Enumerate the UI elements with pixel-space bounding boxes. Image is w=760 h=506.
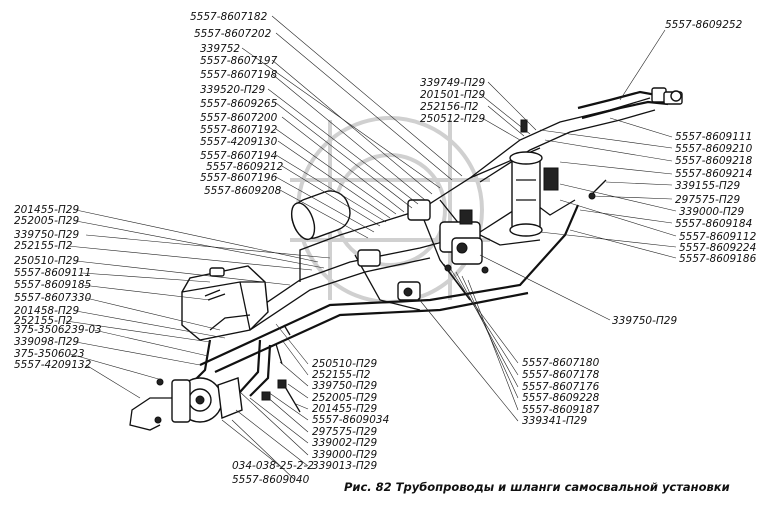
part-label: 5557-8609210	[675, 143, 753, 155]
part-label: 5557-8607180	[522, 357, 600, 369]
part-label: 5557-8609218	[675, 155, 753, 167]
part-label: 339002-П29	[312, 437, 377, 449]
part-label: 250512-П29	[420, 113, 485, 125]
part-label: 5557-8607178	[522, 369, 600, 381]
labels-bottom-left: 034-038-25-2-2 5557-8609040	[232, 460, 314, 486]
part-label: 5557-8609185	[14, 279, 92, 291]
part-label: 201455-П29	[312, 403, 377, 415]
part-label: 5557-8607197	[200, 55, 278, 67]
part-label: 5557-8607200	[200, 112, 278, 124]
part-label: 5557-8607196	[200, 172, 278, 184]
part-label: 5557-8609112	[679, 231, 757, 243]
part-label: 252005-П29	[14, 215, 79, 227]
part-label: 339341-П29	[522, 415, 587, 427]
part-label: 252156-П2	[420, 101, 479, 113]
part-label: 201455-П29	[14, 204, 79, 216]
part-label: 5557-8607176	[522, 381, 600, 393]
part-label: 5557-8607330	[14, 292, 92, 304]
part-label-right-lower: 339750-П29	[612, 315, 677, 327]
part-label: 339520-П29	[200, 84, 265, 96]
part-label: 5557-8607182	[190, 11, 268, 23]
part-label: 5557-8609040	[232, 474, 310, 486]
labels-bottom-center: 250510-П29 252155-П2 339750-П29 252005-П…	[312, 358, 389, 472]
part-label: 339000-П29	[679, 206, 744, 218]
part-label: 5557-8607202	[194, 28, 272, 40]
part-label: 5557-8609111	[675, 131, 752, 143]
part-label: 5557-8609265	[200, 98, 278, 110]
part-label: 297575-П29	[312, 426, 377, 438]
part-label: 5557-8607198	[200, 69, 278, 81]
part-label: 5557-8609212	[206, 161, 284, 173]
part-label-top-right: 5557-8609252	[665, 19, 743, 31]
part-label: 252155-П2	[14, 315, 73, 327]
part-label: 5557-8609184	[675, 218, 752, 230]
part-label: 339750-П29	[14, 229, 79, 241]
part-label: 5557-8609224	[679, 242, 756, 254]
part-label: 5557-4209130	[200, 136, 278, 148]
part-label: 201458-П29	[14, 305, 79, 317]
part-label: 339749-П29	[420, 77, 485, 89]
part-label: 5557-8609214	[675, 168, 752, 180]
part-label: 250510-П29	[14, 255, 79, 267]
labels-top-center: 5557-8607182 5557-8607202 339752 5557-86…	[190, 11, 284, 197]
labels-right: 5557-8609111 5557-8609210 5557-8609218 5…	[675, 131, 757, 265]
part-label: 5557-4209132	[14, 359, 92, 371]
part-label: 297575-П29	[675, 194, 740, 206]
part-label: 339155-П29	[675, 180, 740, 192]
leader-lines	[65, 15, 677, 481]
labels-left: 201455-П29 252005-П29 339750-П29 252155-…	[14, 204, 102, 371]
part-label: 252155-П2	[14, 240, 73, 252]
part-label: 339098-П29	[14, 336, 79, 348]
part-label: 5557-8609186	[679, 253, 757, 265]
part-label: 375-3506239-03	[14, 324, 102, 336]
part-label: 5557-8609034	[312, 414, 389, 426]
figure-caption: Рис. 82 Трубопроводы и шланги самосвальн…	[344, 480, 730, 494]
part-label: 339752	[200, 43, 240, 55]
labels-top-mid: 339749-П29 201501-П29 252156-П2 250512-П…	[420, 77, 485, 125]
labels-bottom-right: 5557-8607180 5557-8607178 5557-8607176 5…	[522, 357, 600, 427]
part-label: 339750-П29	[312, 380, 377, 392]
part-label: 250510-П29	[312, 358, 377, 370]
part-label: 252005-П29	[312, 392, 377, 404]
part-label: 5557-8609187	[522, 404, 600, 416]
part-label: 5557-8609111	[14, 267, 91, 279]
part-label: 5557-8609208	[204, 185, 282, 197]
part-label: 339013-П29	[312, 460, 377, 472]
part-label: 339000-П29	[312, 449, 377, 461]
part-label: 5557-8607194	[200, 150, 277, 162]
pipeline-drawing	[129, 87, 683, 431]
part-label: 252155-П2	[312, 369, 371, 381]
part-label: 5557-8609228	[522, 392, 600, 404]
part-label: 034-038-25-2-2	[232, 460, 314, 472]
part-label: 375-3506023	[14, 348, 85, 360]
part-label: 5557-8607192	[200, 124, 278, 136]
part-label: 201501-П29	[420, 89, 485, 101]
